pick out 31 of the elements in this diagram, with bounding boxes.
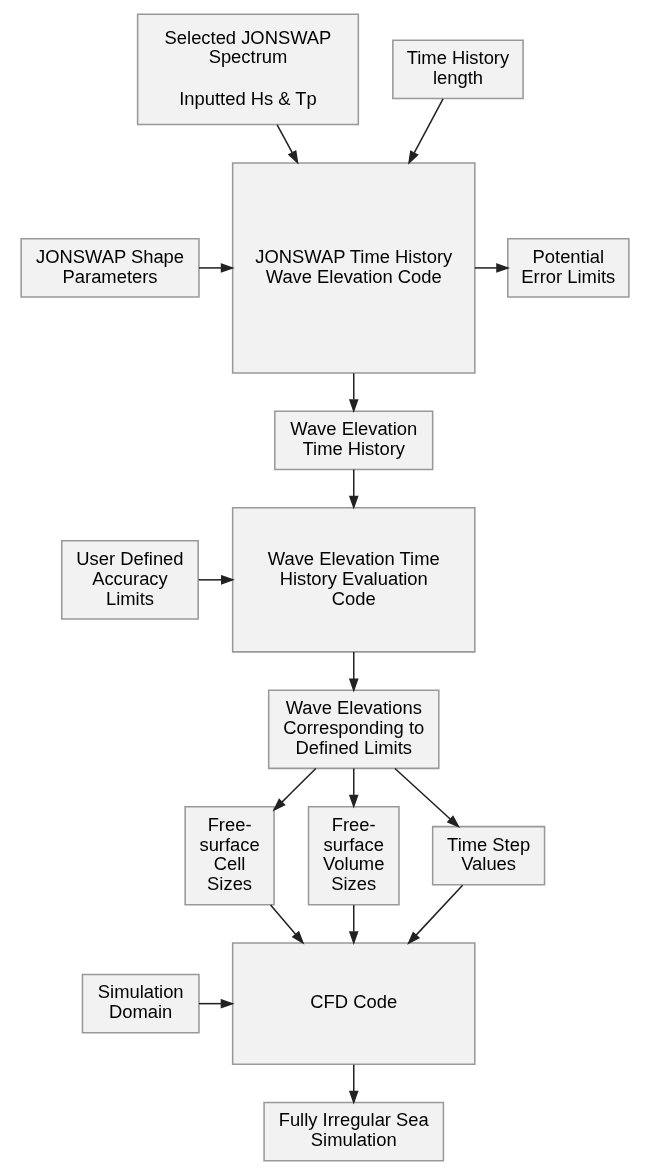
node-box: Free-surface Volume Sizes bbox=[307, 805, 400, 906]
arrow bbox=[275, 124, 299, 165]
node-box: Selected JONSWAP Spectrum Inputted Hs & Tp bbox=[136, 13, 359, 126]
arrow bbox=[348, 372, 359, 414]
arrow bbox=[407, 98, 444, 165]
arrow bbox=[473, 263, 510, 273]
arrow bbox=[269, 904, 304, 945]
node-box: JONSWAP Time History Wave Elevation Code bbox=[231, 162, 476, 374]
arrow bbox=[348, 651, 359, 693]
node-box: User Defined Accuracy Limits bbox=[60, 540, 199, 620]
node-box: CFD Code bbox=[231, 942, 476, 1065]
node-box: Fully Irregular Sea Simulation bbox=[262, 1101, 444, 1162]
node-box: Time History length bbox=[391, 39, 524, 100]
node-box: JONSWAP Shape Parameters bbox=[19, 238, 200, 298]
node-box: Wave Elevation Time History bbox=[273, 410, 433, 471]
arrow bbox=[348, 468, 359, 510]
arrow bbox=[197, 263, 235, 273]
node-box: Wave Elevations Corresponding to Defined Limits bbox=[267, 689, 440, 770]
node-box: Time Step Values bbox=[431, 825, 545, 886]
arrow bbox=[406, 884, 463, 945]
arrow bbox=[393, 767, 460, 829]
arrow bbox=[348, 904, 359, 945]
arrow bbox=[272, 767, 317, 812]
node-box: Potential Error Limits bbox=[506, 238, 630, 298]
arrow bbox=[348, 767, 359, 809]
arrow bbox=[348, 1063, 359, 1105]
node-box: Free-surface Cell Sizes bbox=[183, 805, 275, 906]
arrow bbox=[197, 998, 235, 1009]
node-box: Wave Elevation Time History Evaluation Code bbox=[231, 507, 476, 653]
arrow bbox=[197, 575, 235, 585]
node-box: Simulation Domain bbox=[81, 973, 200, 1034]
